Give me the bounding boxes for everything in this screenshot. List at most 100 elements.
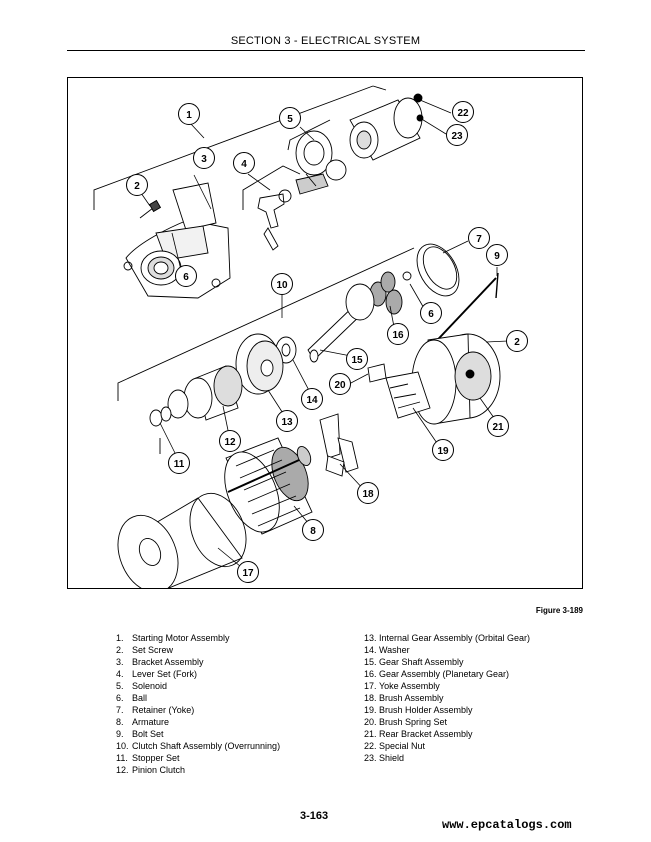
svg-text:12: 12 [224, 437, 236, 448]
legend-text: Stopper Set [132, 753, 180, 763]
legend-number: 19. [364, 705, 377, 715]
group-bracket-10 [117, 247, 415, 401]
legend-text: Bolt Set [132, 729, 164, 739]
svg-text:23: 23 [451, 131, 463, 142]
legend-item: 13.Internal Gear Assembly (Orbital Gear) [364, 632, 530, 644]
callout-20: 20 [329, 373, 351, 395]
legend-number: 12. [116, 765, 129, 775]
legend-text: Solenoid [132, 681, 168, 691]
legend-text: Set Screw [132, 645, 174, 655]
legend-item: 18.Brush Assembly [364, 692, 530, 704]
legend-item: 2. Set Screw [116, 644, 280, 656]
callout-6-top: 6 [175, 265, 197, 287]
legend-number: 13. [364, 633, 377, 643]
svg-text:6: 6 [183, 272, 189, 283]
parts-legend-left: 1.Starting Motor Assembly 2. Set Screw 3.… [116, 632, 280, 776]
svg-text:6: 6 [428, 309, 434, 320]
legend-number: 17. [364, 681, 377, 691]
svg-text:13: 13 [281, 417, 293, 428]
legend-number: 3. [116, 657, 124, 667]
callout-7: 7 [468, 227, 490, 249]
legend-number: 5. [116, 681, 124, 691]
legend-item: 21.Rear Bracket Assembly [364, 728, 530, 740]
legend-text: Pinion Clutch [132, 765, 186, 775]
svg-text:5: 5 [287, 114, 293, 125]
svg-text:18: 18 [362, 489, 374, 500]
legend-item: 11. Stopper Set [116, 752, 280, 764]
svg-text:22: 22 [457, 108, 469, 119]
legend-number: 11. [116, 753, 128, 763]
svg-text:3: 3 [201, 154, 207, 165]
callout-12: 12 [219, 430, 241, 452]
legend-text: Bracket Assembly [132, 657, 204, 667]
legend-text: Brush Assembly [379, 693, 444, 703]
callout-1: 1 [178, 103, 200, 125]
legend-text: Brush Holder Assembly [379, 705, 473, 715]
legend-item: 10.Clutch Shaft Assembly (Overrunning) [116, 740, 280, 752]
legend-number: 15. [364, 657, 377, 667]
legend-number: 10. [116, 741, 129, 751]
svg-text:21: 21 [492, 422, 504, 433]
callout-11: 11 [168, 452, 190, 474]
legend-item: 12.Pinion Clutch [116, 764, 280, 776]
figure-caption: Figure 3-189 [535, 606, 583, 615]
legend-text: Armature [132, 717, 170, 727]
legend-item: 16.Gear Assembly (Planetary Gear) [364, 668, 530, 680]
legend-text: Shield [379, 753, 405, 763]
legend-number: 14. [364, 645, 377, 655]
watermark-url: www.epcatalogs.com [442, 818, 572, 832]
legend-number: 4. [116, 669, 124, 679]
callout-6-mid: 6 [420, 302, 442, 324]
legend-number: 18. [364, 693, 377, 703]
svg-text:2: 2 [134, 181, 140, 192]
group-bracket-5 [287, 119, 331, 151]
legend-text: Brush Spring Set [379, 717, 448, 727]
svg-text:1: 1 [186, 110, 192, 121]
callout-21: 21 [487, 415, 509, 437]
legend-item: 4.Lever Set (Fork) [116, 668, 280, 680]
parts-legend-right: 13.Internal Gear Assembly (Orbital Gear)… [364, 632, 530, 764]
legend-text: Ball [132, 693, 148, 703]
legend-text: Clutch Shaft Assembly (Overrunning) [132, 741, 281, 751]
legend-number: 23. [364, 753, 377, 763]
legend-number: 7. [116, 705, 124, 715]
legend-item: 23.Shield [364, 752, 530, 764]
callout-5: 5 [279, 107, 301, 129]
legend-text: Gear Shaft Assembly [379, 657, 464, 667]
legend-text: Yoke Assembly [379, 681, 440, 691]
callout-17: 17 [237, 561, 259, 583]
svg-text:7: 7 [476, 234, 482, 245]
legend-number: 2. [116, 645, 124, 655]
svg-text:2: 2 [514, 337, 520, 348]
callout-15: 15 [346, 348, 368, 370]
callout-13: 13 [276, 410, 298, 432]
legend-item: 20.Brush Spring Set [364, 716, 530, 728]
legend-number: 16. [364, 669, 377, 679]
page-number: 3-163 [300, 810, 329, 822]
svg-text:16: 16 [392, 330, 404, 341]
svg-text:19: 19 [437, 446, 449, 457]
callout-3: 3 [193, 147, 215, 169]
legend-item: 14.Washer [364, 644, 530, 656]
callout-18: 18 [357, 482, 379, 504]
legend-text: Starting Motor Assembly [132, 633, 230, 643]
callout-2: 2 [126, 174, 148, 196]
callout-9: 9 [486, 244, 508, 266]
exploded-diagram-figure: 1 3 2 4 5 22 23 6 7 9 10 6 16 2 15 14 13… [67, 77, 583, 589]
section-title: SECTION 3 - ELECTRICAL SYSTEM [230, 35, 421, 47]
legend-text: Special Nut [379, 741, 426, 751]
starter-motor-exploded-view: 1 3 2 4 5 22 23 6 7 9 10 6 16 2 15 14 13… [93, 85, 528, 588]
legend-item: 8.Armature [116, 716, 280, 728]
legend-item: 1.Starting Motor Assembly [116, 632, 280, 644]
callout-2-right: 2 [506, 330, 528, 352]
legend-item: 6.Ball [116, 692, 280, 704]
callout-8: 8 [302, 519, 324, 541]
legend-item: 17.Yoke Assembly [364, 680, 530, 692]
svg-text:8: 8 [310, 526, 316, 537]
legend-item: 19.Brush Holder Assembly [364, 704, 530, 716]
legend-number: 22. [364, 741, 377, 751]
legend-text: Gear Assembly (Planetary Gear) [379, 669, 510, 679]
legend-text: Rear Bracket Assembly [379, 729, 473, 739]
svg-text:20: 20 [334, 380, 346, 391]
legend-number: 20. [364, 717, 377, 727]
